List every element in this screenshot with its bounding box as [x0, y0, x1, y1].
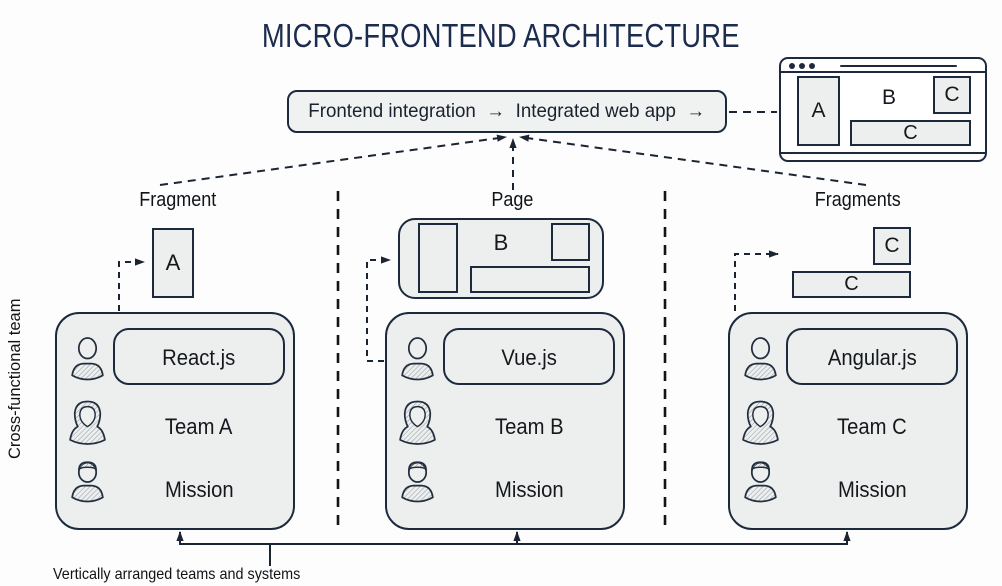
- person-male-icon: [71, 461, 104, 503]
- page-title: MICRO-FRONTEND ARCHITECTURE: [262, 17, 740, 54]
- browser-fragment-a: A: [797, 76, 840, 146]
- column-label-fragments: Fragments: [814, 189, 902, 211]
- fragment-a-label: A: [165, 250, 181, 275]
- window-dot-icon: [799, 63, 805, 69]
- team-name: Team B: [494, 414, 564, 439]
- dashed-arrow-team-a-to-fragment: [118, 258, 145, 311]
- dashed-arrow-team-c-to-fragments: [734, 250, 779, 311]
- person-icon: [744, 337, 777, 381]
- team-name: Team A: [165, 414, 233, 439]
- arrow-right-icon: →: [486, 100, 506, 122]
- arrow-right-icon: →: [686, 100, 706, 122]
- column-label-page: Page: [490, 189, 534, 211]
- team-mission: Mission: [494, 477, 564, 502]
- person-female-icon: [69, 400, 106, 445]
- team-name: Team C: [837, 414, 907, 439]
- browser-window-mockup: A B C C: [779, 57, 987, 162]
- bottom-connector: [176, 531, 851, 566]
- fragment-a-box: A: [152, 228, 194, 298]
- integration-right-label: Integrated web app: [515, 100, 677, 122]
- page-slot-topright: [551, 223, 590, 261]
- framework-pill-react: React.js: [113, 328, 285, 385]
- framework-pill-angular: Angular.js: [786, 328, 958, 385]
- fragment-c-label: C: [884, 234, 900, 257]
- fragment-c-wide-box: C: [792, 271, 911, 298]
- fragment-a-label: A: [811, 99, 826, 122]
- team-mission: Mission: [837, 477, 907, 502]
- person-female-icon: [742, 400, 779, 445]
- person-male-icon: [744, 461, 777, 503]
- person-icon: [401, 337, 434, 381]
- fragment-c-label: C: [844, 273, 859, 295]
- page-slot-left: [418, 223, 458, 293]
- team-box-b: Vue.js Team B Mission: [385, 312, 625, 530]
- browser-label-b: B: [881, 86, 896, 109]
- fragment-c-label: C: [944, 83, 960, 106]
- person-icon: [71, 337, 104, 381]
- person-male-icon: [401, 461, 434, 503]
- browser-footer-divider: [781, 152, 985, 154]
- page-slot-bottom: [470, 266, 590, 293]
- person-female-icon: [399, 400, 436, 445]
- team-box-a: React.js Team A Mission: [55, 312, 295, 530]
- column-label-fragment: Fragment: [138, 189, 217, 211]
- team-mission: Mission: [164, 477, 234, 502]
- fragment-c-label: C: [903, 121, 918, 144]
- browser-title-bar: [781, 59, 985, 73]
- window-dot-icon: [809, 63, 815, 69]
- browser-fragment-c-small: C: [933, 76, 971, 114]
- browser-address-line: [840, 64, 957, 67]
- fragment-c-small-box: C: [873, 227, 911, 265]
- side-label-cross-functional-team: Cross-functional team: [6, 298, 24, 460]
- integration-left-label: Frontend integration: [308, 100, 477, 122]
- dashed-arrow-fragment-to-integration: [159, 134, 507, 186]
- page-mockup: B: [398, 218, 604, 299]
- window-dot-icon: [789, 63, 795, 69]
- team-box-c: Angular.js Team C Mission: [728, 312, 968, 530]
- bottom-label: Vertically arranged teams and systems: [53, 566, 301, 583]
- page-label-b: B: [493, 230, 509, 255]
- framework-pill-vue: Vue.js: [443, 328, 615, 385]
- integration-flow-box: Frontend integration → Integrated web ap…: [287, 90, 727, 133]
- browser-fragment-c-wide: C: [850, 120, 971, 146]
